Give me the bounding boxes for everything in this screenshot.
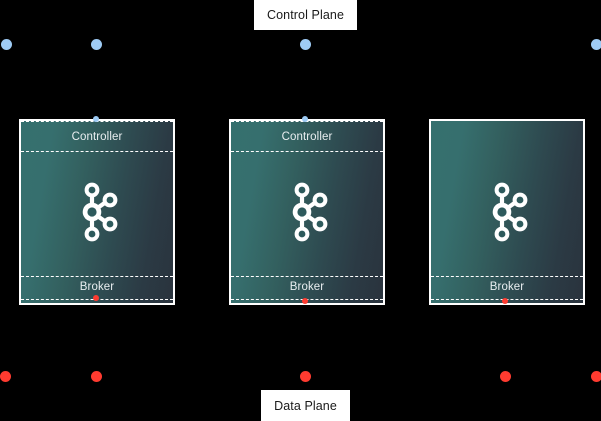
data-plane-dot[interactable] xyxy=(300,371,311,382)
broker-section-label: Broker xyxy=(289,281,325,293)
node-card[interactable]: Broker xyxy=(429,119,585,305)
node-data-plane-connector-dot[interactable] xyxy=(93,295,99,301)
data-plane-dot[interactable] xyxy=(591,371,601,382)
node-control-plane-connector-dot[interactable] xyxy=(93,116,99,122)
data-plane-label: Data Plane xyxy=(261,390,350,421)
controller-section-label: Controller xyxy=(281,131,333,143)
data-plane-dot[interactable] xyxy=(500,371,511,382)
node-data-plane-connector-dot[interactable] xyxy=(502,298,508,304)
node-card[interactable]: Controller xyxy=(19,119,175,305)
broker-divider-line xyxy=(231,276,383,277)
controller-divider-line xyxy=(231,151,383,152)
node-card[interactable]: Controller xyxy=(229,119,385,305)
card-top-dashed-line xyxy=(231,121,383,122)
control-plane-dot[interactable] xyxy=(91,39,102,50)
data-plane-dot[interactable] xyxy=(91,371,102,382)
controller-section-label: Controller xyxy=(71,131,123,143)
node-data-plane-connector-dot[interactable] xyxy=(302,298,308,304)
broker-section-label: Broker xyxy=(489,281,525,293)
control-plane-label: Control Plane xyxy=(254,0,357,30)
kafka-logo-icon xyxy=(71,181,123,243)
broker-divider-line xyxy=(431,276,583,277)
controller-divider-line xyxy=(21,151,173,152)
broker-divider-line xyxy=(21,276,173,277)
kafka-logo-icon xyxy=(281,181,333,243)
kafka-logo-icon xyxy=(481,181,533,243)
broker-section-label: Broker xyxy=(79,281,115,293)
node-control-plane-connector-dot[interactable] xyxy=(302,116,308,122)
data-plane-dot[interactable] xyxy=(0,371,11,382)
control-plane-dot[interactable] xyxy=(1,39,12,50)
control-plane-dot[interactable] xyxy=(300,39,311,50)
control-plane-dot[interactable] xyxy=(591,39,601,50)
